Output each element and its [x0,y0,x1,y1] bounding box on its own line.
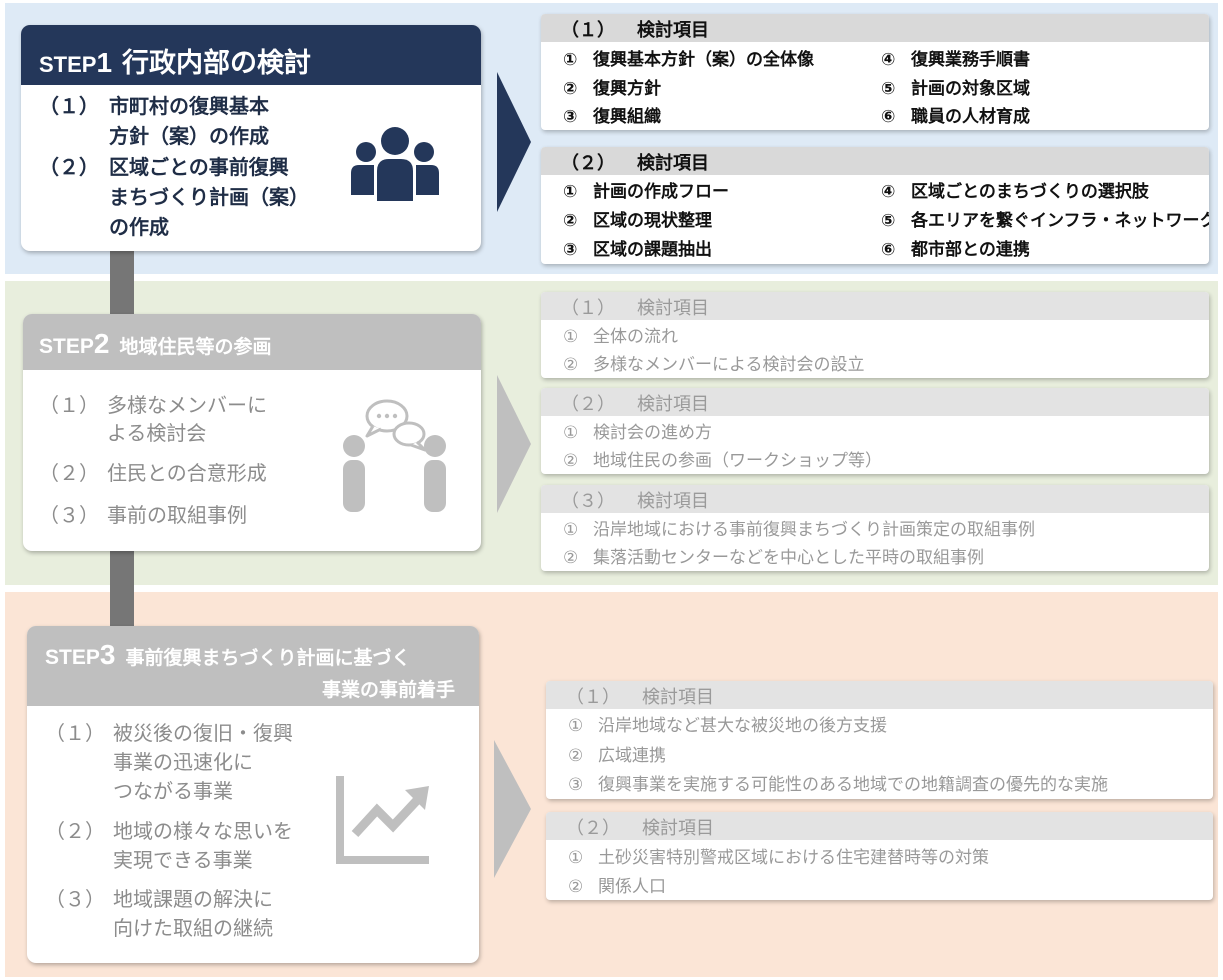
step1-item2-line2: まちづくり計画（案） [109,185,309,209]
step2-number: 2 [93,328,110,359]
step1-header: STEP1 行政内部の検討 [21,25,481,85]
panel-heading: （１） 検討項目 [541,14,1209,42]
step2-item3-line1: 事前の取組事例 [107,503,247,527]
step2-to-step3-connector [110,550,134,626]
step3-item1-num: （１） [45,721,105,745]
step3-item3-num: （３） [45,887,105,911]
step3-item2-line2: 実現できる事業 [113,848,253,872]
panel-heading: （３） 検討項目 [541,485,1209,513]
step3-item1-line1: 被災後の復旧・復興 [113,721,293,745]
panel-heading-label: 検討項目 [637,298,709,319]
step3-card: STEP3 事前復興まちづくり計画に基づく 事業の事前着手 （１） 被災後の復旧・… [27,626,479,963]
step2-item1-line1: 多様なメンバーに [107,393,267,417]
step3-item2-num: （２） [45,819,105,843]
panel-heading: （１） 検討項目 [541,292,1209,320]
panel-heading-label: 検討項目 [637,394,709,415]
panel-heading-num: （１） [566,687,620,708]
panel-heading: （１） 検討項目 [546,681,1213,709]
step3-item3-line1: 地域課題の解決に [113,887,273,911]
step1-item1-line2: 方針（案）の作成 [109,124,269,148]
panel-heading-label: 検討項目 [637,153,709,174]
step1-to-step2-connector [110,250,134,314]
step3-item2-line1: 地域の様々な思いを [113,819,293,843]
step3-step-word: STEP [45,646,100,669]
panel-heading: （２） 検討項目 [541,388,1209,416]
step3-chevron [494,740,531,878]
step3-header: STEP3 事前復興まちづくり計画に基づく 事業の事前着手 [27,626,479,706]
step3-title-line1: 事前復興まちづくり計画に基づく [125,647,411,669]
step2-title: 地域住民等の参画 [119,336,272,358]
panel-heading-num: （２） [561,153,615,174]
step1-number: 1 [96,47,113,78]
step1-item1-num: （１） [39,94,99,118]
growth-chart-icon [336,776,429,864]
step2-header: STEP2 地域住民等の参画 [23,314,481,370]
step3-number: 3 [99,639,116,670]
panel-heading: （２） 検討項目 [541,147,1209,175]
panel-heading-label: 検討項目 [642,818,714,839]
step1-item2-line1: 区域ごとの事前復興 [109,155,289,179]
step1-item2-num: （２） [39,155,99,179]
conversation-icon [343,399,446,512]
step2-item2-num: （２） [39,461,99,485]
panel-heading: （２） 検討項目 [546,812,1213,840]
panel-heading-label: 検討項目 [642,687,714,708]
panel-heading-num: （２） [566,818,620,839]
step1-card: STEP1 行政内部の検討 （１） 市町村の復興基本 方針（案）の作成 （２） 区… [21,25,481,251]
step3-item3-line2: 向けた取組の継続 [113,916,273,940]
step3-title-line2: 事業の事前着手 [321,679,455,701]
step3-item1-line3: つながる事業 [113,779,233,803]
people-group-icon [351,127,439,201]
step3-item1-line2: 事業の迅速化に [113,750,253,774]
panel-heading-num: （１） [561,298,615,319]
step1-chevron [497,72,531,212]
step1-item2-line3: の作成 [109,215,169,239]
step2-item2-line1: 住民との合意形成 [107,461,267,485]
step2-chevron [497,375,531,513]
panel-heading-num: （２） [561,394,615,415]
panel-heading-label: 検討項目 [637,20,709,41]
step1-title: 行政内部の検討 [122,48,312,79]
step2-card: STEP2 地域住民等の参画 （１） 多様なメンバーに よる検討会 （２） 住民と… [23,314,481,551]
step2-step-word: STEP [39,335,94,358]
panel-heading-num: （１） [561,20,615,41]
panel-heading-label: 検討項目 [637,491,709,512]
step1-item1-line1: 市町村の復興基本 [109,94,269,118]
panel-heading-num: （３） [561,491,615,512]
step2-item3-num: （３） [39,503,99,527]
step2-item1-num: （１） [39,393,99,417]
step1-step-word: STEP [39,52,97,77]
step2-item1-line2: よる検討会 [107,421,207,445]
